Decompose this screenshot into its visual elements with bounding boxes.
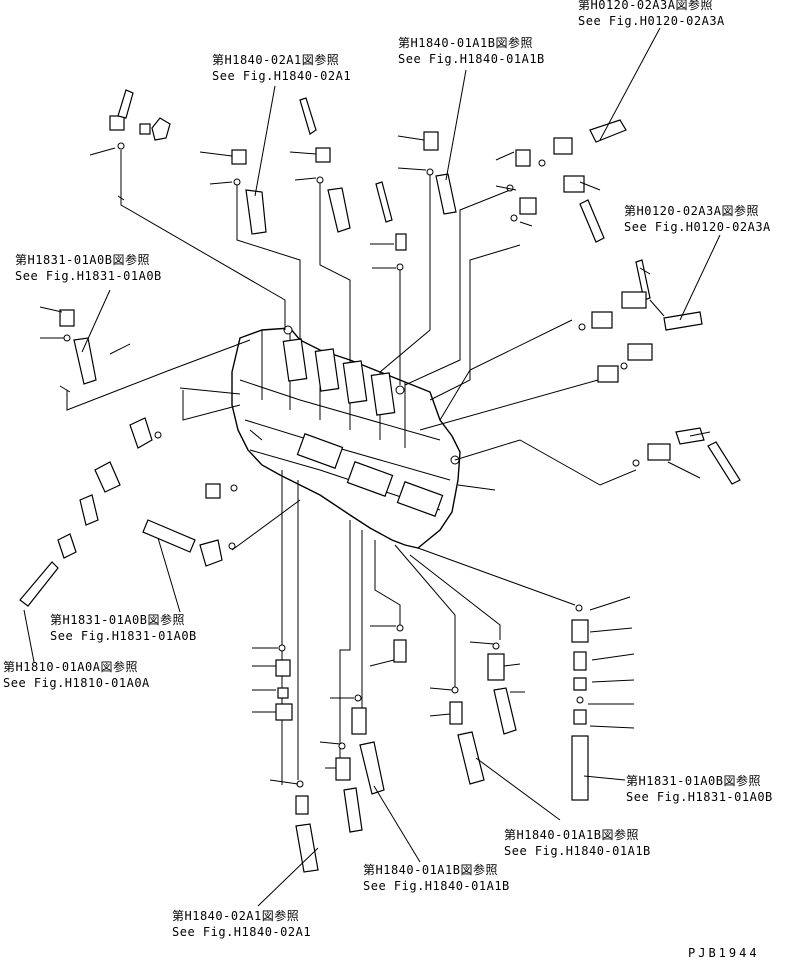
top-right-fittings [506,119,627,243]
top-left-fittings [109,89,171,150]
callout-arrows [23,27,721,907]
callout-en: See Fig.H1840-02A1 [172,925,312,939]
callout-ja: 第H1840-02A1図参照 [212,53,340,67]
callout-ja: 第H1840-01A1B図参照 [398,36,533,50]
callout-en: See Fig.H1831-01A0B [626,790,773,804]
callout-ja: 第H1831-01A0B図参照 [15,253,150,267]
callout-en: See Fig.H0120-02A3A [624,220,771,234]
callout-ja: 第H1810-01A0A図参照 [3,660,138,674]
callout-en: See Fig.H0120-02A3A [578,14,725,28]
callout-H1840-01A1B-bottom-right: 第H1840-01A1B図参照 See Fig.H1840-01A1B [504,827,651,859]
callout-en: See Fig.H1840-02A1 [212,69,352,83]
callout-H1831-01A0B-bottom-left: 第H1831-01A0B図参照 See Fig.H1831-01A0B [50,612,197,644]
callout-H1831-01A0B-left: 第H1831-01A0B図参照 See Fig.H1831-01A0B [15,252,162,284]
leader-lines [66,147,637,785]
bottom-right-fittings [571,604,589,801]
callout-H0120-02A3A-top: 第H0120-02A3A図参照 See Fig.H0120-02A3A [578,0,725,29]
drawing-code: PJB1944 [688,946,760,960]
callout-ja: 第H1840-02A1図参照 [172,909,300,923]
callout-H0120-02A3A-right: 第H0120-02A3A図参照 See Fig.H0120-02A3A [624,203,771,235]
callout-H1810-01A0A: 第H1810-01A0A図参照 See Fig.H1810-01A0A [3,659,150,691]
callout-en: See Fig.H1840-01A1B [504,844,651,858]
callout-H1840-01A1B-top: 第H1840-01A1B図参照 See Fig.H1840-01A1B [398,35,545,67]
callout-en: See Fig.H1831-01A0B [50,629,197,643]
callout-ja: 第H0120-02A3A図参照 [578,0,713,12]
top-center-fittings [231,97,457,271]
control-valve-body [231,325,461,549]
callout-H1831-01A0B-bottom-right: 第H1831-01A0B図参照 See Fig.H1831-01A0B [626,773,773,805]
right-fittings [578,259,741,485]
callout-H1840-02A1-top: 第H1840-02A1図参照 See Fig.H1840-02A1 [212,52,351,84]
callout-H1840-01A1B-bottom: 第H1840-01A1B図参照 See Fig.H1840-01A1B [363,862,510,894]
callout-ja: 第H1831-01A0B図参照 [626,774,761,788]
callout-ja: 第H1840-01A1B図参照 [504,828,639,842]
callout-ja: 第H0120-02A3A図参照 [624,204,759,218]
callout-H1840-02A1-bottom: 第H1840-02A1図参照 See Fig.H1840-02A1 [172,908,311,940]
callout-en: See Fig.H1840-01A1B [398,52,545,66]
callout-en: See Fig.H1840-01A1B [363,879,510,893]
left-fittings [19,309,238,607]
callout-en: See Fig.H1810-01A0A [3,676,150,690]
callout-en: See Fig.H1831-01A0B [15,269,162,283]
callout-ja: 第H1831-01A0B図参照 [50,613,185,627]
callout-ja: 第H1840-01A1B図参照 [363,863,498,877]
bottom-fittings [275,624,517,873]
